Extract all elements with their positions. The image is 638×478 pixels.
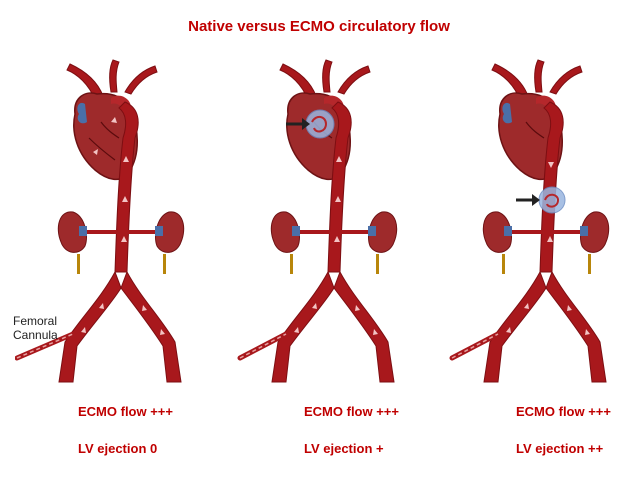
flow-arrows	[294, 156, 378, 335]
aortic-arch-branches	[491, 59, 583, 101]
figure-title: Native versus ECMO circulatory flow	[188, 18, 450, 35]
femoral-cannula-label: Femoral Cannula	[13, 314, 58, 342]
panel-1-circulation: Femoral Cannula	[13, 42, 215, 394]
flow-arrows	[81, 117, 165, 335]
cannula-label-line-1: Femoral	[13, 314, 58, 328]
panel-1-lv-ejection-caption: LV ejection 0	[78, 441, 158, 456]
panel-3-circulation	[440, 42, 638, 394]
panel-2-circulation	[228, 42, 428, 394]
aortic-arch-branches	[66, 59, 158, 101]
cannula-label-line-2: Cannula	[13, 328, 58, 342]
circulation-diagram-1	[15, 59, 185, 383]
kidneys	[482, 211, 610, 274]
circulation-diagram-2	[237, 59, 398, 383]
iliac-arteries	[271, 270, 395, 383]
kidneys	[270, 211, 398, 274]
panel-3-lv-ejection-caption: LV ejection ++	[516, 441, 604, 456]
aortic-arch-branches	[279, 59, 371, 101]
panel-2-ecmo-flow-caption: ECMO flow +++	[304, 404, 399, 419]
mixing-point-arrow	[286, 118, 310, 130]
panel-1-ecmo-flow-caption: ECMO flow +++	[78, 404, 173, 419]
panel-3-ecmo-flow-caption: ECMO flow +++	[516, 404, 611, 419]
mixing-zone	[538, 186, 566, 214]
iliac-arteries	[483, 270, 607, 383]
mixing-point-arrow	[516, 194, 540, 206]
flow-arrows	[506, 162, 590, 335]
mixing-zone	[305, 109, 335, 139]
circulation-diagram-3	[449, 59, 610, 383]
panel-2-lv-ejection-caption: LV ejection +	[304, 441, 384, 456]
iliac-arteries	[58, 270, 182, 383]
kidneys	[57, 211, 185, 274]
